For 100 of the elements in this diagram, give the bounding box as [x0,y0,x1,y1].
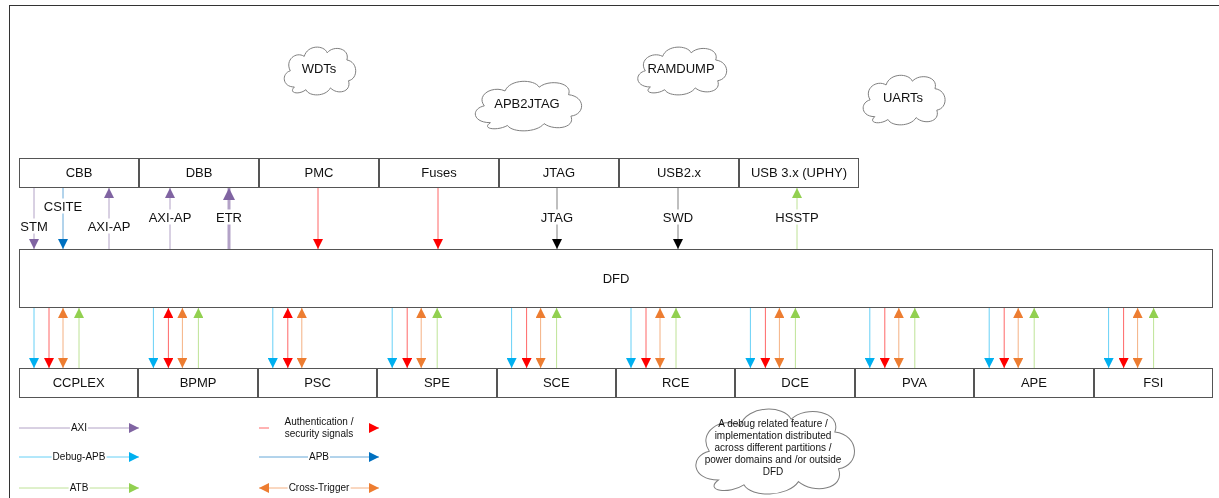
arrow [552,187,562,250]
module-box [854,368,975,398]
arrow [416,307,427,369]
legend-label: Authentication / security signals [269,416,369,440]
node-label: PSC [304,374,331,393]
arrow [58,307,68,369]
arrow [790,307,801,369]
arrow [521,307,532,369]
arrow [506,307,517,369]
node-label: PVA [901,374,927,393]
arrow [1103,307,1114,369]
node-label: DFD [602,269,630,288]
node-label: USB2.x [656,164,702,183]
arrow [673,187,683,250]
arrow [432,307,443,369]
legend-label: AXI [69,422,89,434]
module-box [138,368,258,398]
arrow [387,307,398,369]
arrow [535,307,546,369]
arrow [999,307,1010,369]
node-label: CCPLEX [52,374,105,393]
module-box [496,368,616,398]
module-box [974,368,1094,398]
legend-label: ATB [68,482,90,494]
arrow [626,307,636,369]
arrow [1118,307,1129,369]
module-box [616,368,736,398]
module-box [499,158,619,188]
module-box [377,368,497,398]
arrow [671,307,681,369]
node-label: JTAG [542,164,576,183]
arrow [1132,307,1143,369]
node-label: WDTs [301,60,337,79]
arrow [58,187,68,250]
module-box [619,158,739,188]
arrow [1148,307,1159,369]
module-box [19,158,139,188]
module-box [739,158,859,188]
edge-label: STM [20,218,48,234]
edge-label: CSITE [43,198,83,214]
node-label: APB2JTAG [494,95,560,114]
arrow [879,307,890,369]
arrow [909,307,920,369]
node-label: BPMP [179,374,217,393]
module-box [735,368,855,398]
edge-label: HSSTP [775,209,819,225]
arrow [29,187,39,250]
node-label: USB 3.x (UPHY) [750,164,848,183]
legend-label: Debug-APB [51,451,107,463]
dfd-block [19,249,1213,308]
module-box [259,158,379,188]
edge-label: AXI-AP [87,218,131,234]
node-label: UARTs [882,89,924,108]
arrow [745,307,756,369]
arrow [641,307,651,369]
arrow [282,307,293,369]
arrow [223,188,235,249]
node-label: APE [1020,374,1047,393]
node-label: SPE [423,374,450,393]
arrow [29,307,39,369]
node-label: PMC [304,164,334,183]
arrow [1013,307,1024,369]
arrow [774,307,785,369]
arrow [104,187,114,250]
arrow [163,307,174,369]
arrow [296,307,307,369]
edge-label: AXI-AP [148,209,192,225]
arrow [193,307,204,369]
arrow [148,307,159,369]
legend-label: Cross-Trigger [287,482,351,494]
edge-label: ETR [216,209,242,225]
module-box [1093,368,1213,398]
node-label: DBB [185,164,213,183]
module-box [139,158,259,188]
arrow [551,307,562,369]
arrow [313,187,323,250]
arrow [760,307,771,369]
arrow [893,307,904,369]
module-box [257,368,378,398]
arrow [433,187,443,250]
arrow [267,307,278,369]
module-box [19,368,139,398]
node-label: CBB [65,164,93,183]
edge-label: SWD [662,209,694,225]
arrow [984,307,995,369]
arrow [864,307,875,369]
arrow [1029,307,1040,369]
arrow [165,187,175,250]
arrow [44,307,54,369]
arrow [792,187,802,250]
node-label: RCE [661,374,690,393]
node-label: Fuses [421,164,457,183]
arrow [402,307,413,369]
module-box [379,158,499,188]
arrow [177,307,188,369]
edge-label: JTAG [540,209,574,225]
node-label: RAMDUMP [647,60,715,79]
arrow [74,307,84,369]
node-label: SCE [542,374,570,393]
legend-label: APB [308,451,330,463]
